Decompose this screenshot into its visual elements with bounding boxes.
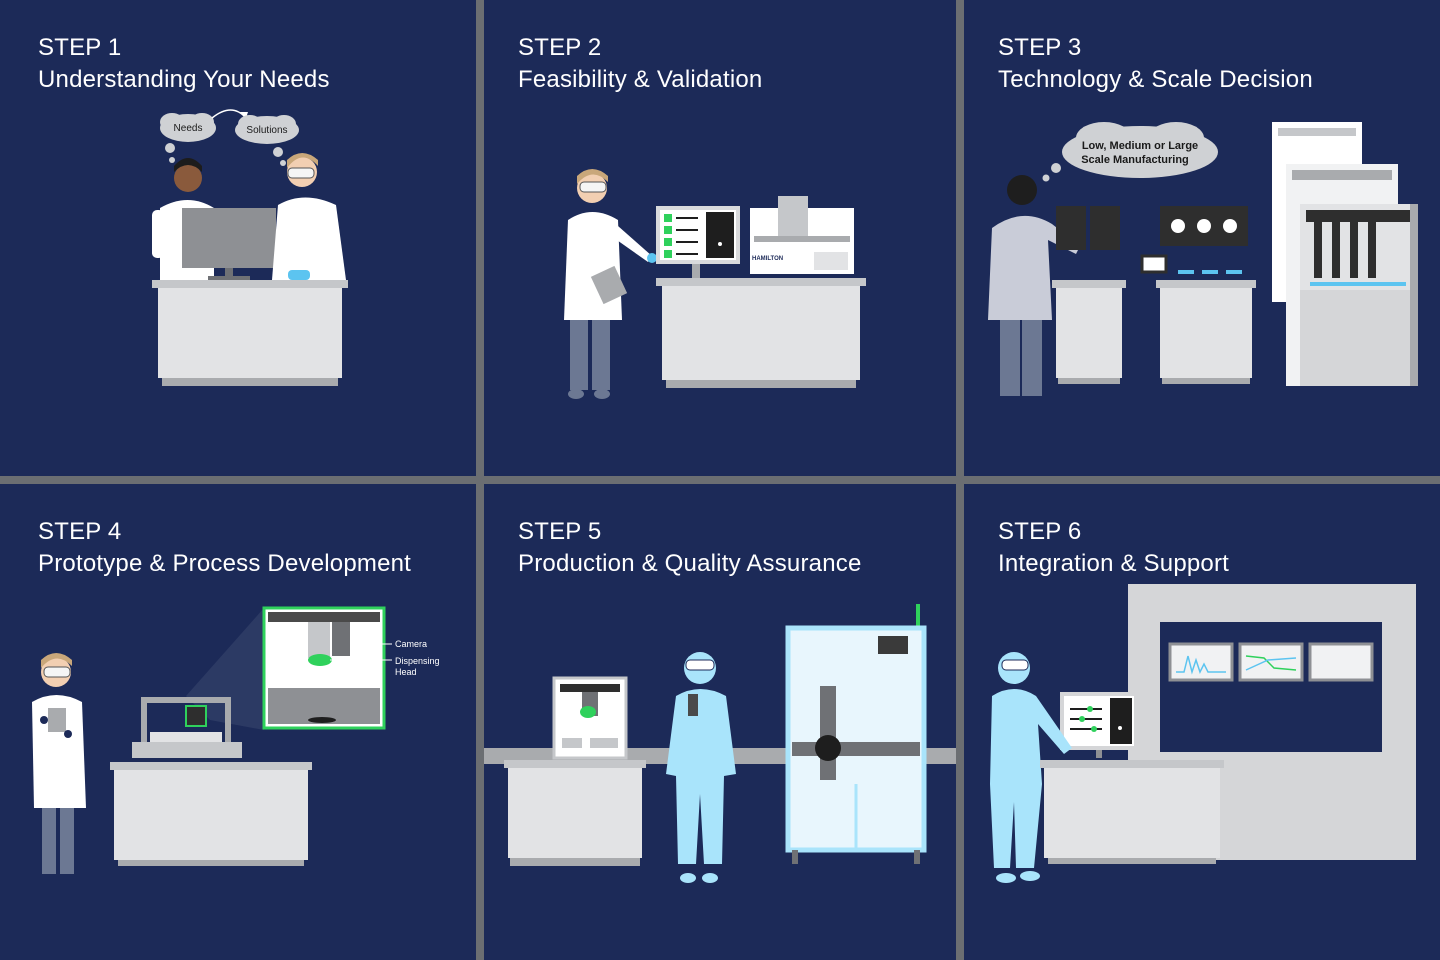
step-1-illustration: Needs Solutions bbox=[152, 109, 348, 386]
lab-bench-top bbox=[110, 762, 312, 770]
step-6-panel: STEP 6 Integration & Support bbox=[964, 484, 1440, 960]
step-5-number: STEP 5 bbox=[518, 518, 602, 545]
camera-label: Camera bbox=[395, 639, 427, 649]
scientist-with-clipboard bbox=[32, 653, 86, 874]
head-label: Head bbox=[395, 667, 417, 677]
scale-bubble-line-2: Scale Manufacturing bbox=[1081, 154, 1189, 166]
step-4-illustration: Camera Dispensing Head bbox=[32, 606, 440, 874]
safety-goggles-icon bbox=[287, 167, 315, 179]
step-4-title: Prototype & Process Development bbox=[38, 550, 412, 577]
scientist-with-tablet bbox=[564, 169, 657, 399]
blank-display-icon bbox=[1308, 642, 1374, 682]
prototype-machine bbox=[132, 697, 242, 758]
step-5-illustration bbox=[484, 604, 956, 883]
tablet-icon bbox=[590, 265, 628, 305]
camera-icon bbox=[332, 622, 350, 656]
qa-printer bbox=[552, 676, 628, 760]
step-3-heading: STEP 3 Technology & Scale Decision bbox=[998, 32, 1313, 96]
spectrum-chart-icon bbox=[1168, 642, 1234, 682]
qa-bench bbox=[508, 768, 642, 858]
step-6-heading: STEP 6 Integration & Support bbox=[998, 516, 1229, 580]
support-technician bbox=[990, 652, 1072, 883]
step-2-heading: STEP 2 Feasibility & Validation bbox=[518, 32, 762, 96]
safety-goggles-icon bbox=[579, 181, 607, 193]
computer-monitor bbox=[182, 208, 276, 268]
production-cabinet bbox=[785, 604, 927, 864]
trend-chart-icon bbox=[1238, 642, 1304, 682]
scientist-right bbox=[272, 153, 346, 280]
safety-goggles-icon bbox=[43, 666, 71, 678]
lab-bench bbox=[158, 288, 342, 378]
step-4-panel: STEP 4 Prototype & Process Development bbox=[0, 484, 476, 960]
medium-scale-bench bbox=[1160, 288, 1252, 378]
liquid-handler-instrument: HAMILTON bbox=[750, 196, 854, 274]
step-5-title: Production & Quality Assurance bbox=[518, 550, 862, 577]
solutions-bubble-text: Solutions bbox=[246, 125, 287, 136]
arrow-icon bbox=[211, 109, 247, 119]
large-scale-cabinets bbox=[1272, 122, 1418, 386]
step-6-number: STEP 6 bbox=[998, 518, 1082, 545]
instrument-brand-label: HAMILTON bbox=[752, 256, 783, 262]
step-3-number: STEP 3 bbox=[998, 34, 1082, 61]
step-1-panel: STEP 1 Understanding Your Needs Needs bbox=[0, 0, 476, 476]
step-5-panel: STEP 5 Production & Quality Assurance bbox=[484, 484, 956, 960]
validation-monitor bbox=[656, 206, 740, 278]
lab-bench-top bbox=[1040, 760, 1224, 768]
dispensing-label: Dispensing bbox=[395, 656, 440, 666]
lab-bench-top bbox=[656, 278, 866, 286]
lab-bench bbox=[114, 770, 308, 860]
scale-bubble-line-1: Low, Medium or Large bbox=[1082, 140, 1198, 152]
step-1-number: STEP 1 bbox=[38, 34, 122, 61]
safety-goggles-icon bbox=[1001, 659, 1029, 671]
step-2-number: STEP 2 bbox=[518, 34, 602, 61]
step-3-panel: STEP 3 Technology & Scale Decision Low, … bbox=[964, 0, 1440, 476]
step-4-number: STEP 4 bbox=[38, 518, 122, 545]
lab-bench bbox=[1044, 768, 1220, 858]
clipboard-icon bbox=[48, 708, 66, 732]
step-2-panel: STEP 2 Feasibility & Validation bbox=[484, 0, 956, 476]
step-5-heading: STEP 5 Production & Quality Assurance bbox=[518, 516, 862, 580]
lab-bench-top bbox=[152, 280, 348, 288]
dispensing-head-icon bbox=[308, 622, 330, 658]
checklist-icon bbox=[664, 214, 698, 258]
step-3-illustration: Low, Medium or Large Scale Manufacturing bbox=[988, 122, 1418, 396]
slider-controls-icon bbox=[1070, 706, 1102, 732]
step-3-title: Technology & Scale Decision bbox=[998, 66, 1313, 93]
cleanroom-technician bbox=[666, 652, 736, 883]
safety-goggles-icon bbox=[685, 659, 715, 671]
step-2-illustration: HAMILTON bbox=[564, 169, 866, 399]
step-6-title: Integration & Support bbox=[998, 550, 1230, 577]
medium-scale-machine bbox=[1140, 206, 1248, 274]
step-1-heading: STEP 1 Understanding Your Needs bbox=[38, 32, 330, 96]
needs-thought-bubble: Needs bbox=[160, 113, 216, 163]
camera-dispensing-zoom bbox=[262, 606, 392, 730]
step-6-illustration bbox=[990, 584, 1416, 883]
step-1-title: Understanding Your Needs bbox=[38, 66, 330, 93]
solutions-thought-bubble: Solutions bbox=[235, 115, 299, 166]
scale-thought-bubble: Low, Medium or Large Scale Manufacturing bbox=[1042, 122, 1218, 182]
small-scale-bench bbox=[1056, 288, 1122, 378]
step-4-heading: STEP 4 Prototype & Process Development bbox=[38, 516, 411, 580]
needs-bubble-text: Needs bbox=[174, 123, 203, 134]
handheld-scanner-icon bbox=[688, 694, 698, 716]
control-monitor bbox=[1060, 692, 1138, 758]
step-2-title: Feasibility & Validation bbox=[518, 66, 763, 93]
lab-bench bbox=[662, 286, 860, 380]
